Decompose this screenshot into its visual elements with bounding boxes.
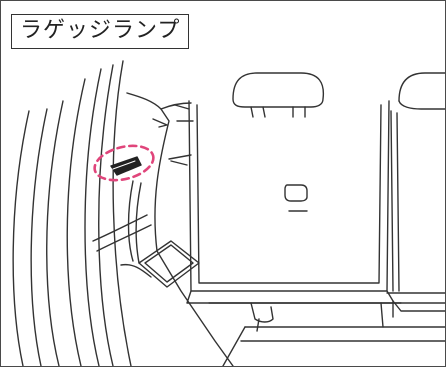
title-label: ラゲッジランプ [11, 14, 190, 49]
seat-latch [284, 184, 308, 212]
rear-seat-back [174, 100, 402, 304]
lamp-highlight-ring [93, 144, 155, 182]
side-trim-panel [92, 92, 234, 366]
headrests [232, 72, 445, 118]
body-side-lines [12, 60, 132, 366]
floor-lines [208, 302, 445, 366]
right-seat-section [386, 110, 445, 318]
luggage-lamp-icon [110, 156, 142, 176]
